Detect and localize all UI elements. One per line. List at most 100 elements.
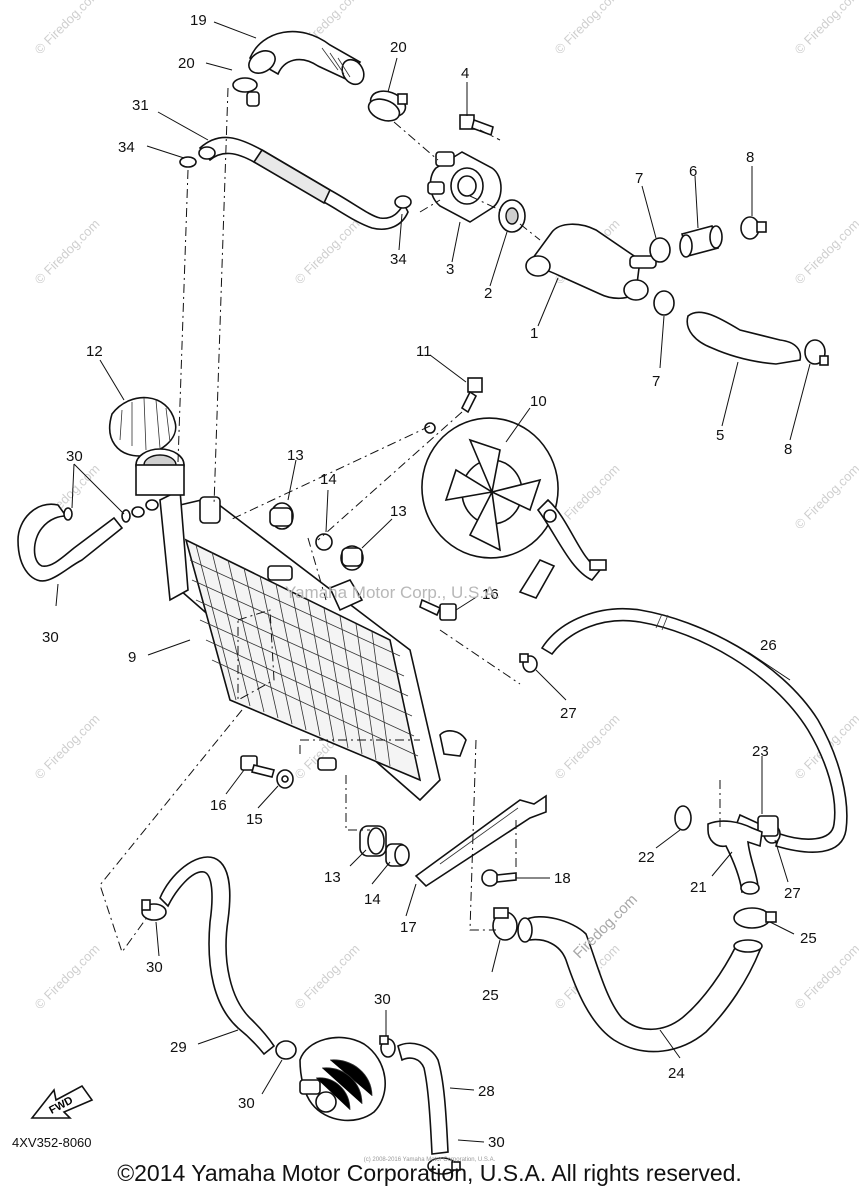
collar-14-bottom [385,843,410,867]
collar-14-top [315,533,333,551]
part-label-29: 29 [170,1039,187,1056]
svg-text:© Firedog.com: © Firedog.com [792,461,859,532]
clip-34-right [394,195,412,209]
part-label-20-left: 20 [178,55,195,72]
part-label-14-bottom: 14 [364,891,381,908]
part-label-30-mid-left: 30 [238,1095,255,1112]
clamp-25-left [492,907,518,941]
part-label-8-lower: 8 [784,441,792,458]
part-label-10: 10 [530,393,547,410]
clamp-8-lower [804,339,829,366]
part-label-19: 19 [190,12,207,29]
hose-5 [686,311,802,365]
leader-lines [55,21,811,1143]
part-label-17: 17 [400,919,417,936]
o-ring-22 [674,805,692,831]
part-label-31: 30 [42,629,59,646]
part-label-13-mid: 13 [390,503,407,520]
clamp-30-top-right [379,1035,396,1058]
part-label-23: 23 [752,743,769,760]
clip-34-top [179,156,197,168]
copyright-notice: ©2014 Yamaha Motor Corporation, U.S.A. A… [117,1160,742,1186]
svg-text:© Firedog.com: © Firedog.com [792,0,859,57]
part-label-22: 22 [638,849,655,866]
drawing-code: 4XV352-8060 [12,1135,92,1150]
radiator-9 [159,488,467,802]
pipe-6 [679,225,723,258]
part-label-33: 31 [132,97,149,114]
part-label-9: 9 [128,649,136,666]
part-label-25-right: 25 [800,930,817,947]
part-label-5: 5 [716,427,724,444]
part-label-12: 12 [86,343,103,360]
thermostat-cover-3 [427,151,502,223]
hose-28 [397,1042,449,1155]
clamp-25-right [733,907,777,929]
watermark-center: Yamaha Motor Corp., U.S.A. [285,583,501,602]
clamp-7-upper [649,237,671,263]
pipe-fitting-21 [707,820,763,895]
part-label-34-top: 34 [118,139,135,156]
part-labels: 19 20 20 4 31 34 34 3 2 1 7 6 8 7 5 8 11… [42,12,817,1151]
part-label-6: 6 [689,163,697,180]
hose-26 [540,608,848,853]
part-label-26: 26 [760,637,777,654]
overflow-hose-31 [17,503,124,582]
water-pump [299,1036,386,1122]
part-label-15: 15 [246,811,263,828]
part-label-24: 24 [668,1065,685,1082]
assembly-lines [99,87,721,954]
part-label-34-right: 34 [390,251,407,268]
svg-text:© Firedog.com: © Firedog.com [792,216,859,287]
bolt-16-lower [240,755,275,778]
part-label-25-left: 25 [482,987,499,1004]
part-label-1: 1 [530,325,538,342]
hose-29 [159,856,276,1056]
thermostat-housing-1 [525,223,657,301]
part-label-7-lower: 7 [652,373,660,390]
svg-text:© Firedog.com: © Firedog.com [552,0,623,57]
part-label-16-lower: 16 [210,797,227,814]
bolt-23 [735,813,779,837]
clip-32-b [121,509,131,523]
svg-text:© Firedog.com: © Firedog.com [792,941,859,1012]
bolt-16-right [419,598,457,621]
svg-text:© Firedog.com: © Firedog.com [292,941,363,1012]
bolt-4 [459,114,494,137]
clip-32-a [63,507,73,521]
part-label-21: 21 [690,879,707,896]
part-label-16-right: 16 [482,586,499,603]
washer-15 [276,769,294,789]
part-label-11: 11 [416,343,432,360]
bolt-18 [481,869,517,887]
part-label-13-bottom: 13 [324,869,341,886]
clamp-30-bottom [427,1157,461,1175]
part-label-28: 28 [478,1083,495,1100]
part-label-30-top-right: 30 [374,991,391,1008]
hose-33 [198,136,409,230]
clamp-7-lower [653,290,675,316]
clip-20-left [232,77,260,107]
svg-text:© Firedog.com: © Firedog.com [292,216,363,287]
part-label-8-upper: 8 [746,149,754,166]
part-label-27-upper: 27 [560,705,577,722]
part-label-4: 4 [461,65,469,82]
svg-text:© Firedog.com: © Firedog.com [32,0,103,57]
thermostat-2 [498,199,526,233]
clamp-30-mid-left [275,1040,297,1060]
grommet-13-mid [340,545,364,571]
part-label-30-bottom: 30 [488,1134,505,1151]
part-label-18: 18 [554,870,571,887]
part-label-27-lower: 27 [784,885,801,902]
grommet-13-bottom [359,825,387,857]
clamp-20-right [367,90,408,122]
clamp-8-upper [740,216,767,240]
hose-24 [517,916,763,1053]
part-label-7-upper: 7 [635,170,643,187]
filler-neck [131,448,185,518]
part-label-3: 3 [446,261,454,278]
part-label-2: 2 [484,285,492,302]
radiator-cap-12 [108,396,177,457]
small-note: (c) 2008-2016 Yamaha Motor Corporation, … [363,1157,496,1163]
